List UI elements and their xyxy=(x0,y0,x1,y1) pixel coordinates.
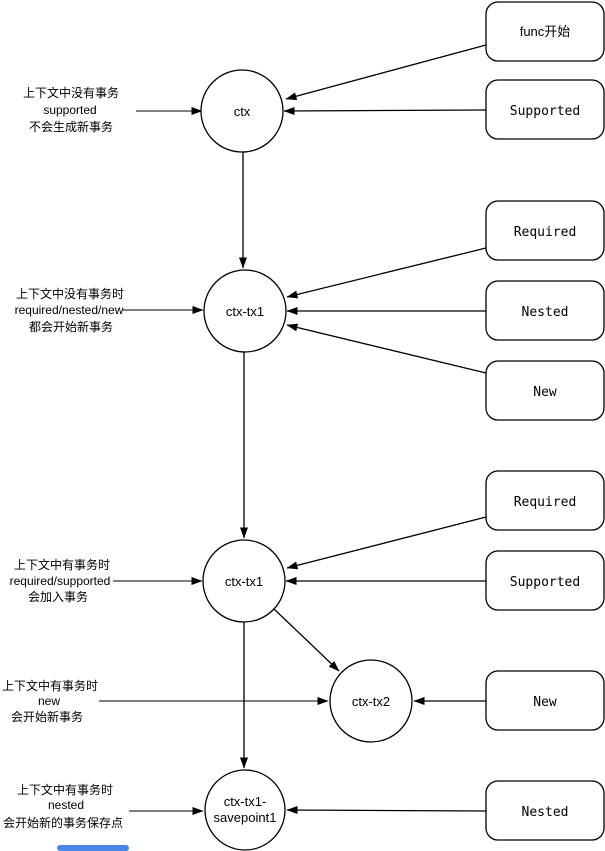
node-ctx-label: ctx xyxy=(234,104,251,119)
edge-funcstart-to-ctx xyxy=(285,44,487,101)
box-new-1-label: New xyxy=(533,385,557,400)
box-required-1-label: Required xyxy=(514,225,577,240)
box-nested-2-rect[interactable] xyxy=(485,780,605,841)
node-ctx-tx1-mid[interactable]: ctx-tx1 xyxy=(202,539,286,623)
edge-supported1-to-ctx xyxy=(283,106,487,115)
note-no-tx-start-line3: 都会开始新事务 xyxy=(29,319,113,334)
box-func-start[interactable]: func开始 xyxy=(485,1,605,62)
box-required-2[interactable]: Required xyxy=(485,470,605,531)
edge-required1-to-tx1 xyxy=(286,247,487,299)
node-ctx-tx1-mid-label: ctx-tx1 xyxy=(225,574,263,589)
node-ctx-tx1-top[interactable]: ctx-tx1 xyxy=(203,269,287,353)
box-supported-2[interactable]: Supported xyxy=(485,550,605,611)
edge-tx1mid-to-tx2 xyxy=(273,608,340,672)
note-no-tx-start-line2: required/nested/new xyxy=(15,303,124,317)
node-ctx-tx1-savepoint1[interactable]: ctx-tx1- savepoint1 xyxy=(204,769,286,851)
box-required-2-label: Required xyxy=(514,495,577,510)
node-ctx-circle[interactable] xyxy=(200,69,284,153)
edge-required2-to-tx1mid xyxy=(286,516,487,570)
box-new-2[interactable]: New xyxy=(485,670,605,731)
box-supported-2-label: Supported xyxy=(510,575,580,590)
node-ctx-tx1-top-label: ctx-tx1 xyxy=(226,304,264,319)
box-required-2-rect[interactable] xyxy=(485,470,605,531)
bottom-blue-bar xyxy=(57,845,129,851)
note-tx-nested-line1: 上下文中有事务时 xyxy=(17,782,113,797)
note-no-tx-start: 上下文中没有事务时 required/nested/new 都会开始新事务 xyxy=(15,286,124,334)
note-tx-nested-line3: 会开始新的事务保存点 xyxy=(3,815,123,830)
note-tx-nested: 上下文中有事务时 nested 会开始新的事务保存点 xyxy=(3,782,123,830)
note-tx-new-line3: 会开始新事务 xyxy=(11,709,83,724)
box-nested-1[interactable]: Nested xyxy=(485,280,605,341)
box-required-1-rect[interactable] xyxy=(485,200,605,261)
note-tx-join-line3: 会加入事务 xyxy=(28,589,88,604)
box-nested-1-label: Nested xyxy=(522,305,569,320)
box-supported-1[interactable]: Supported xyxy=(485,79,605,140)
node-ctx-tx1-top-circle[interactable] xyxy=(203,269,287,353)
node-savepoint-label-line1: ctx-tx1- xyxy=(224,794,267,809)
edge-new1-to-tx1 xyxy=(286,323,487,374)
note-no-tx-supported-line2: supported xyxy=(43,103,96,117)
node-savepoint-label-line2: savepoint1 xyxy=(214,810,277,825)
note-no-tx-start-line1: 上下文中没有事务时 xyxy=(16,286,124,301)
box-func-start-label: func开始 xyxy=(520,24,571,39)
note-no-tx-supported-line1: 上下文中没有事务 xyxy=(23,85,119,100)
node-ctx-tx2-circle[interactable] xyxy=(329,659,413,743)
note-no-tx-supported: 上下文中没有事务 supported 不会生成新事务 xyxy=(23,85,119,134)
box-func-start-rect[interactable] xyxy=(485,1,605,62)
box-supported-1-label: Supported xyxy=(510,104,580,119)
box-supported-2-rect[interactable] xyxy=(485,550,605,611)
node-ctx-tx1-mid-circle[interactable] xyxy=(202,539,286,623)
node-ctx[interactable]: ctx xyxy=(200,69,284,153)
note-tx-new-line1: 上下文中有事务时 xyxy=(2,678,98,693)
box-new-2-rect[interactable] xyxy=(485,670,605,731)
box-nested-2[interactable]: Nested xyxy=(485,780,605,841)
note-tx-new-line2: new xyxy=(38,694,60,708)
note-tx-nested-line2: nested xyxy=(48,798,84,812)
note-tx-new: 上下文中有事务时 new 会开始新事务 xyxy=(2,678,98,724)
note-tx-join-line1: 上下文中有事务时 xyxy=(14,557,110,572)
box-supported-1-rect[interactable] xyxy=(485,79,605,140)
box-new-1[interactable]: New xyxy=(485,360,605,421)
note-tx-join-line2: required/supported xyxy=(10,574,111,588)
node-ctx-tx2-label: ctx-tx2 xyxy=(352,694,390,709)
node-ctx-tx2[interactable]: ctx-tx2 xyxy=(329,659,413,743)
edge-nested2-to-savepoint xyxy=(286,806,487,815)
box-new-1-rect[interactable] xyxy=(485,360,605,421)
box-required-1[interactable]: Required xyxy=(485,200,605,261)
note-tx-join: 上下文中有事务时 required/supported 会加入事务 xyxy=(10,557,111,604)
note-no-tx-supported-line3: 不会生成新事务 xyxy=(29,119,113,134)
box-nested-2-label: Nested xyxy=(522,805,569,820)
box-nested-1-rect[interactable] xyxy=(485,280,605,341)
box-new-2-label: New xyxy=(533,695,557,710)
node-savepoint-circle[interactable] xyxy=(204,769,286,851)
